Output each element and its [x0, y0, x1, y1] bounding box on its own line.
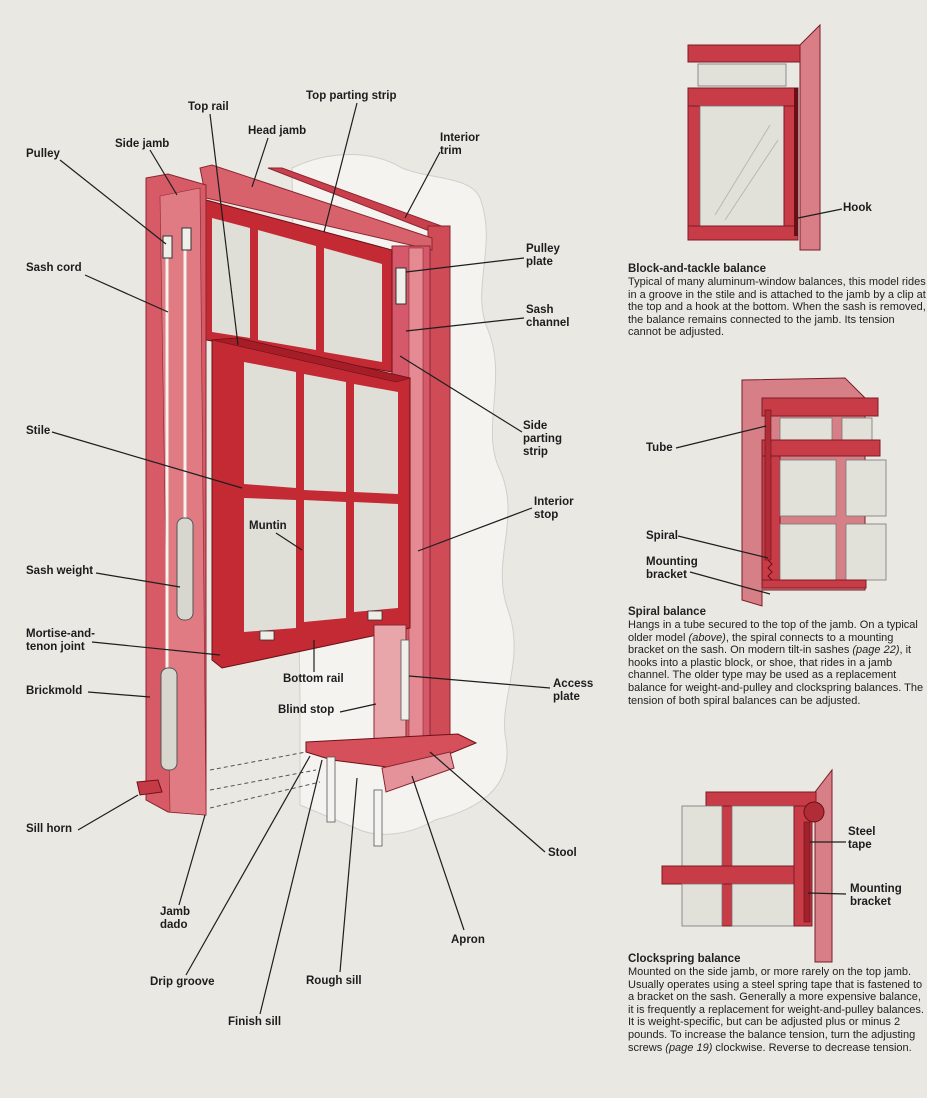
clockspring-balance-drawing: [661, 768, 833, 963]
label-access-plate: Access plate: [553, 678, 594, 703]
label-hook: Hook: [843, 202, 872, 214]
drip-line-1: [209, 751, 307, 771]
caption-body: Typical of many aluminum-window balances…: [628, 276, 926, 339]
label-interior-stop: Interior stop: [534, 496, 574, 521]
label-mounting-bracket-clock: Mounting bracket: [850, 883, 902, 908]
access-plate-shape: [400, 639, 410, 721]
caption-title: Spiral balance: [628, 606, 706, 618]
label-stile: Stile: [26, 425, 51, 437]
caption-clockspring: Clockspring balance Mounted on the side …: [628, 952, 927, 1054]
caption-spiral: Spiral balance Hangs in a tube secured t…: [628, 605, 927, 707]
label-side-jamb: Side jamb: [115, 138, 170, 150]
sash-lock-2: [367, 610, 383, 621]
label-side-parting-strip: Side parting strip: [523, 420, 562, 458]
caption-title: Clockspring balance: [628, 953, 741, 965]
lower-sash-pane-6: [354, 502, 398, 612]
label-mortise-tenon: Mortise-and- tenon joint: [26, 628, 95, 653]
label-pulley: Pulley: [26, 148, 60, 160]
sash-weight-upper: [176, 517, 194, 621]
label-top-rail: Top rail: [188, 101, 229, 113]
pulley-right: [181, 227, 192, 251]
label-sash-weight: Sash weight: [26, 565, 94, 577]
right-side-jamb-face: [408, 247, 424, 741]
label-tube: Tube: [646, 442, 673, 454]
caption-body: Hangs in a tube secured to the top of th…: [628, 619, 924, 707]
sash-weight-lower: [160, 667, 178, 771]
lower-sash-top: [211, 337, 412, 383]
pulley-plate-shape: [395, 267, 407, 305]
interior-trim-right: [427, 225, 451, 742]
label-drip-groove: Drip groove: [150, 976, 215, 988]
lower-sash-pane-1: [244, 362, 296, 488]
sill-horn-shape: [136, 779, 163, 796]
spiral-balance-drawing: [741, 377, 887, 607]
pulley-left: [162, 235, 173, 259]
caption-block-and-tackle: Block-and-tackle balance Typical of many…: [628, 262, 927, 339]
label-blind-stop: Blind stop: [278, 704, 335, 716]
sash-lock-1: [259, 630, 275, 641]
page-reference: (page 22): [852, 644, 900, 657]
rough-sill-post-2: [373, 789, 383, 847]
label-sill-horn: Sill horn: [26, 823, 72, 835]
label-sash-cord: Sash cord: [26, 262, 82, 274]
lower-sash-pane-3: [354, 384, 398, 494]
label-sash-channel: Sash channel: [526, 304, 570, 329]
leader-lines: [51, 102, 847, 1015]
lower-sash-pane-5: [304, 500, 346, 622]
upper-sash-pane-3: [324, 248, 382, 362]
drip-line-2: [209, 769, 317, 791]
label-interior-trim: Interior trim: [440, 132, 480, 157]
label-jamb-dado: Jamb dado: [160, 906, 191, 931]
label-stool: Stool: [548, 847, 577, 859]
lower-sash-pane-4: [244, 498, 296, 632]
label-spiral: Spiral: [646, 530, 678, 542]
label-pulley-plate: Pulley plate: [526, 243, 560, 268]
page-reference: (page 19): [665, 1041, 713, 1054]
caption-body: Mounted on the side jamb, or more rarely…: [628, 966, 924, 1054]
upper-sash-pane-2: [258, 230, 316, 350]
upper-sash-pane-1: [212, 218, 250, 338]
block-and-tackle-drawing: [687, 23, 821, 251]
apron-shape: [381, 751, 455, 793]
label-rough-sill: Rough sill: [306, 975, 362, 987]
label-steel-tape: Steel tape: [848, 826, 876, 851]
label-muntin: Muntin: [249, 520, 287, 532]
label-bottom-rail: Bottom rail: [283, 673, 344, 685]
page-reference: (above): [688, 631, 726, 644]
label-finish-sill: Finish sill: [228, 1016, 282, 1028]
rough-sill-post-1: [326, 756, 336, 823]
label-apron: Apron: [451, 934, 485, 946]
lower-sash-pane-2: [304, 374, 346, 492]
label-top-parting-strip: Top parting strip: [306, 90, 397, 102]
label-brickmold: Brickmold: [26, 685, 83, 697]
label-mounting-bracket-spiral: Mounting bracket: [646, 556, 698, 581]
caption-title: Block-and-tackle balance: [628, 263, 767, 275]
label-head-jamb: Head jamb: [248, 125, 307, 137]
drip-line-3: [209, 781, 321, 809]
